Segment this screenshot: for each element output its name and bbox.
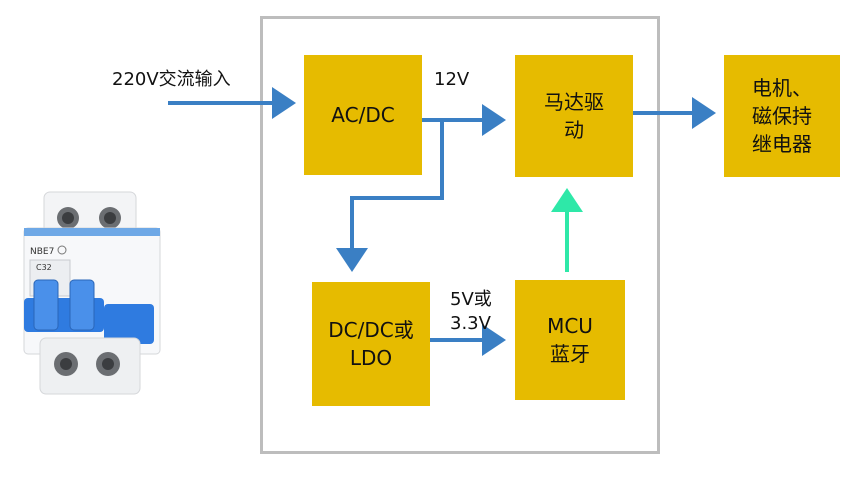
mcu-block: MCU 蓝牙 — [515, 280, 625, 400]
dcdc-ldo-line1: DC/DC或 — [328, 318, 414, 342]
load-line3: 继电器 — [752, 132, 812, 156]
motor-driver-line1: 马达驱 — [544, 90, 604, 114]
input-label: 220V交流输入 — [112, 69, 231, 90]
load-block: 电机、 磁保持 继电器 — [724, 55, 840, 177]
breaker-rating: C32 — [36, 263, 52, 272]
load-line2: 磁保持 — [752, 104, 812, 128]
breaker-brand: NBE7 — [30, 247, 54, 257]
module-boundary-frame — [260, 16, 660, 454]
dcdc-ldo-line2: LDO — [349, 346, 393, 370]
arrow-acdc-to-dcdc — [336, 120, 444, 272]
voltage-12v-label: 12V — [434, 69, 470, 90]
acdc-block: AC/DC — [304, 55, 422, 175]
dcdc-ldo-block: DC/DC或 LDO — [312, 282, 430, 406]
motor-driver-line2: 动 — [564, 118, 584, 142]
mcu-line1: MCU — [547, 314, 593, 338]
load-line1: 电机、 — [752, 76, 812, 100]
voltage-3v3-line: 3.3V — [450, 313, 491, 334]
motor-driver-block: 马达驱 动 — [515, 55, 633, 177]
circuit-breaker-image: NBE7 C32 — [23, 191, 161, 395]
acdc-label: AC/DC — [331, 103, 395, 127]
voltage-5v-3v3-label: 5V或 3.3V — [450, 288, 492, 336]
voltage-5v-line: 5V或 — [450, 289, 492, 310]
mcu-line2: 蓝牙 — [550, 342, 590, 366]
